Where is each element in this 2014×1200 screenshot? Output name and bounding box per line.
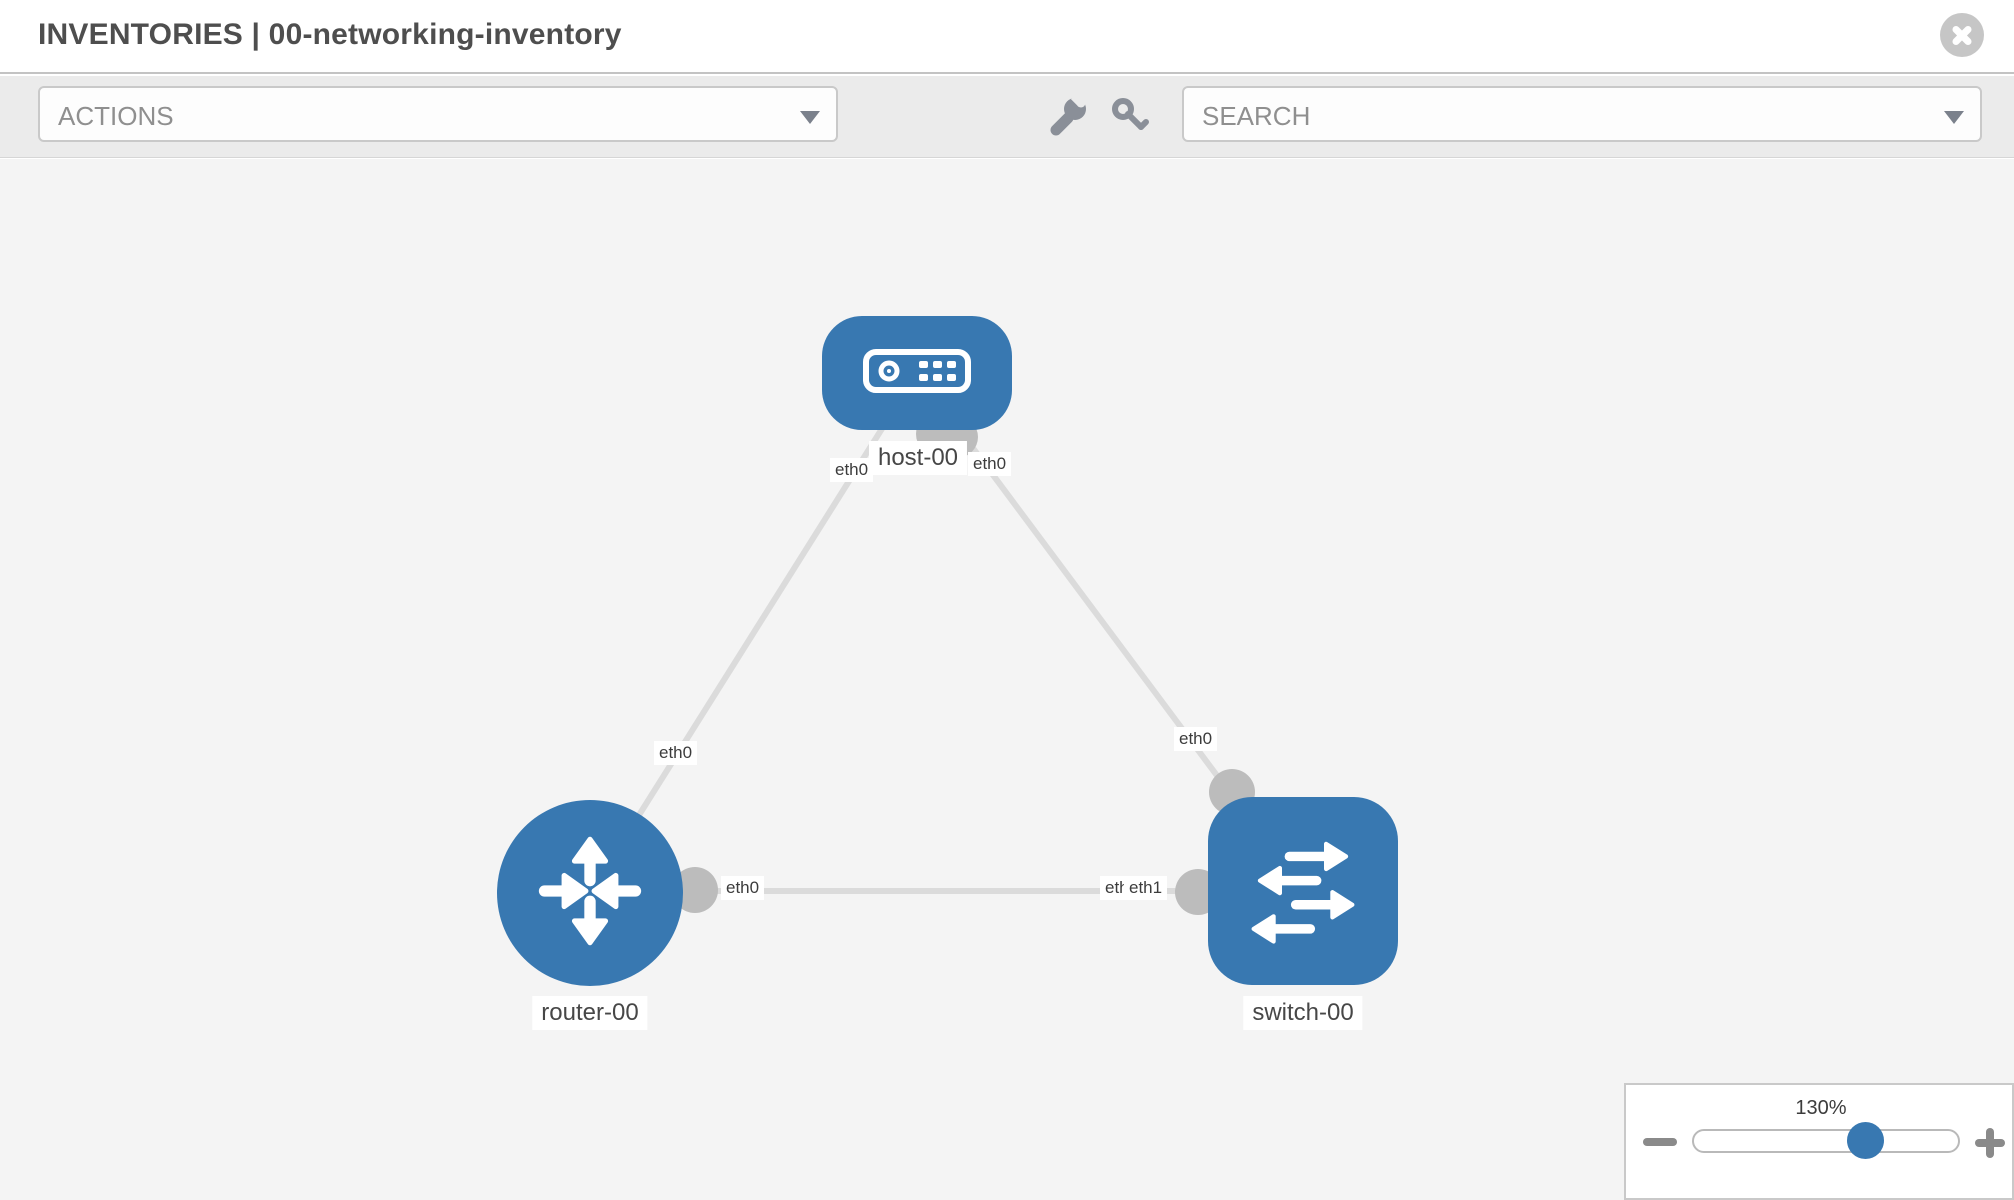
header-bar: INVENTORIES | 00-networking-inventory — [0, 0, 2014, 74]
actions-dropdown[interactable]: ACTIONS — [38, 86, 838, 142]
node-router-00[interactable] — [497, 800, 683, 986]
node-label-host-00: host-00 — [868, 441, 968, 475]
host-icon — [862, 348, 972, 399]
iface-label-switch-side-eth0: eth0 — [1174, 727, 1218, 751]
credentials-button[interactable] — [1110, 96, 1150, 136]
node-switch-00[interactable] — [1208, 797, 1398, 985]
zoom-slider-track[interactable] — [1692, 1129, 1960, 1153]
close-button[interactable] — [1940, 13, 1984, 57]
zoom-slider-thumb[interactable] — [1847, 1122, 1884, 1159]
configure-button[interactable] — [1048, 90, 1088, 136]
iface-label-mid-switch-eth1: eth1 — [1124, 876, 1168, 900]
iface-label-mid-router-eth0: eth0 — [721, 876, 765, 900]
zoom-control-panel: 130% — [1624, 1083, 2014, 1200]
iface-label-host-eth0-to-switch: eth0 — [968, 452, 1012, 476]
topology-canvas[interactable] — [0, 159, 2014, 1200]
chevron-down-icon — [1944, 111, 1964, 124]
node-host-00[interactable] — [822, 316, 1012, 430]
page-title: INVENTORIES | 00-networking-inventory — [38, 18, 622, 51]
actions-dropdown-label: ACTIONS — [58, 101, 174, 131]
key-icon — [1112, 98, 1149, 130]
node-label-switch-00: switch-00 — [1243, 996, 1363, 1030]
router-icon — [528, 829, 652, 958]
zoom-out-button[interactable] — [1643, 1138, 1677, 1146]
switch-icon — [1240, 826, 1366, 957]
zoom-level-value: 130% — [1795, 1097, 1847, 1119]
node-label-router-00: router-00 — [532, 996, 648, 1030]
iface-label-host-eth0-to-router: eth0 — [830, 458, 874, 482]
toolbar: ACTIONS SEARCH — [0, 76, 2014, 158]
chevron-down-icon — [800, 111, 820, 124]
search-dropdown[interactable]: SEARCH — [1182, 86, 1982, 142]
search-dropdown-label: SEARCH — [1202, 101, 1311, 131]
wrench-icon — [1050, 90, 1088, 136]
iface-label-router-side-eth0: eth0 — [654, 741, 698, 765]
zoom-in-button[interactable] — [1975, 1128, 2005, 1158]
